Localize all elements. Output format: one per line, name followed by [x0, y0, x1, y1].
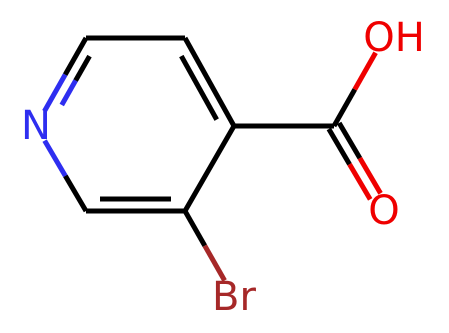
atom-label-br: Br [212, 274, 256, 320]
bond-c6-n1-a [63, 174, 89, 213]
bond-c4-c5 [182, 124, 237, 213]
atom-labels: N OH O Br [21, 15, 425, 320]
bond-c7-o2-2-b [357, 156, 383, 195]
bonds [42, 35, 383, 282]
bond-n1-c2-inner-b [73, 54, 92, 82]
bond-c7-o2-1-a [326, 127, 352, 166]
atom-label-o2: O [368, 188, 399, 234]
bond-c5-br-b [202, 244, 227, 282]
bond-n1-c2-a [42, 73, 68, 113]
bond-c7-o2-1-b [347, 162, 373, 201]
bond-c3-c4-inner [179, 54, 219, 121]
bond-c6-n1-b [42, 139, 68, 178]
atom-label-n1: N [21, 103, 51, 149]
bond-c7-o1-b [352, 51, 378, 91]
bond-c7-o1-a [331, 88, 357, 128]
atom-label-o1: OH [363, 15, 425, 61]
bond-c5-br-a [182, 209, 207, 247]
bond-n1-c2-inner-a [59, 79, 78, 107]
bond-c7-o2-2-a [337, 121, 363, 160]
bond-n1-c2-b [63, 36, 89, 76]
bond-c3-c4 [182, 36, 237, 128]
